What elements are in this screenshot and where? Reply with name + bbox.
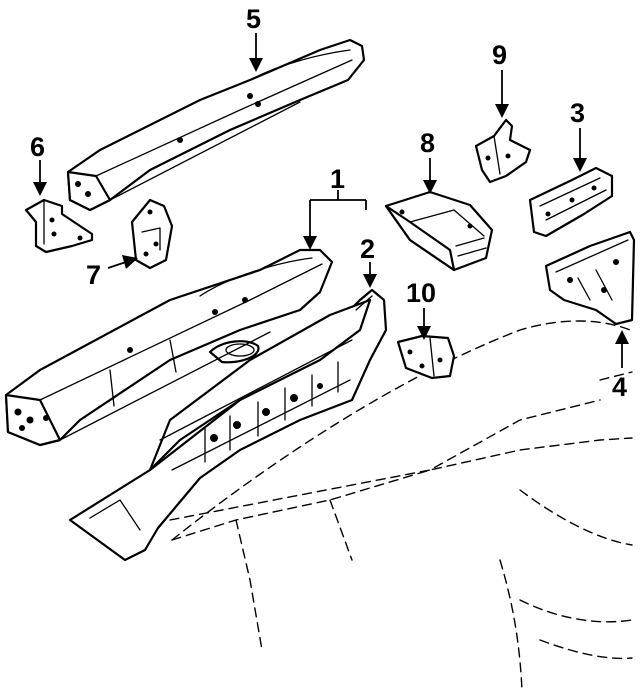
- callout-5: 5: [246, 4, 261, 34]
- callout-1: 1: [330, 164, 345, 194]
- fender-outline: [169, 320, 633, 691]
- callout-labels: 5 6 7 1 2 8 9 3 10 4: [30, 4, 627, 402]
- leader-lines: [33, 33, 629, 368]
- callout-6: 6: [30, 132, 45, 162]
- part-3-upper-apron: [528, 166, 614, 238]
- part-9-small-bracket: [474, 118, 532, 184]
- callout-2: 2: [360, 234, 375, 264]
- part-4-wheelhouse: [544, 230, 636, 326]
- part-5-upper-rail: [66, 38, 366, 212]
- part-7-plate: [130, 198, 174, 270]
- callout-8: 8: [420, 128, 435, 158]
- part-6-bracket: [24, 198, 94, 254]
- callout-4: 4: [612, 372, 627, 402]
- part-2-apron: [68, 288, 388, 562]
- part-8-box-member: [384, 190, 494, 272]
- callout-10: 10: [406, 278, 436, 308]
- part-10-small-plate: [396, 334, 456, 380]
- part-1-side-member: [4, 248, 334, 447]
- callout-9: 9: [492, 40, 507, 70]
- callout-7: 7: [86, 260, 101, 290]
- callout-3: 3: [570, 98, 585, 128]
